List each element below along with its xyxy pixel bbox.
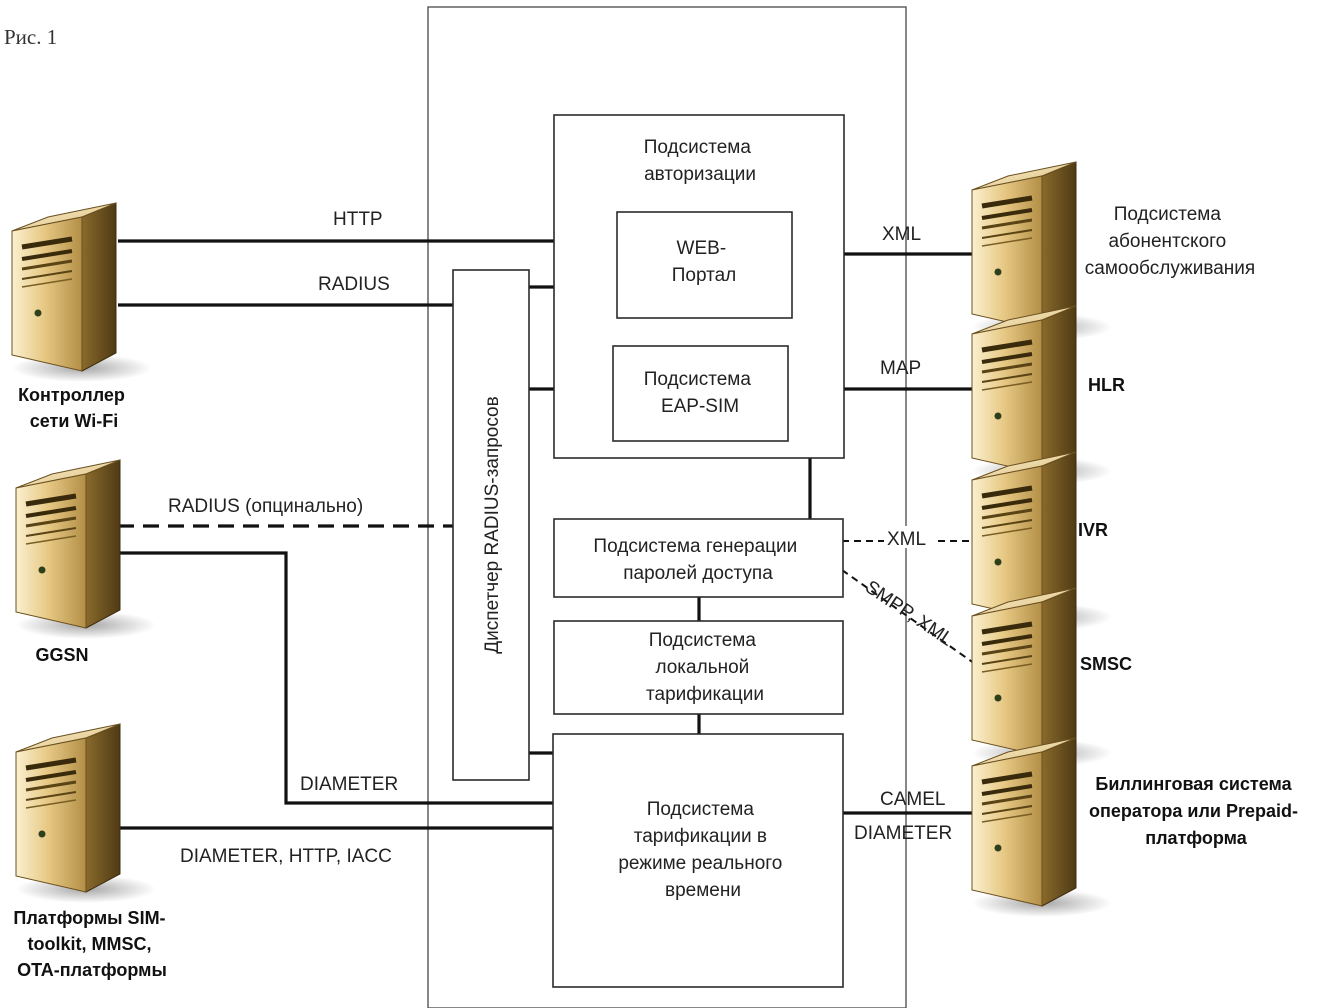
eap-sim-label: Подсистема EAP-SIM — [644, 369, 756, 417]
smpp-link — [841, 569, 979, 667]
local-billing-label: Подсистема локальной тарификации — [646, 630, 764, 705]
label-radius: RADIUS — [318, 274, 390, 295]
auth-subsystem-title: Подсистема авторизации — [644, 137, 756, 185]
radius-dispatcher-label: Диспетчер RADIUS-запросов — [482, 396, 503, 653]
local-billing-box — [553, 620, 844, 715]
label-http: HTTP — [333, 209, 383, 230]
selfservice-label: Подсистема абонентского самообслуживания — [1085, 204, 1255, 279]
label-map: MAP — [880, 358, 921, 379]
label-xml: XML — [882, 224, 921, 245]
label-radius-optional: RADIUS (опцинально) — [168, 496, 363, 517]
realtime-billing-label: Подсистема тарификации в режиме реальног… — [618, 799, 787, 901]
hlr-label: HLR — [1088, 375, 1125, 395]
label-diameter-http-iacc: DIAMETER, HTTP, IACC — [180, 846, 392, 867]
label-diameter: DIAMETER — [300, 774, 398, 795]
label-diameter-billing: DIAMETER — [854, 823, 952, 844]
realtime-billing-box — [552, 733, 844, 988]
web-portal-label: WEB- Портал — [672, 238, 737, 286]
billing-label: Биллинговая система оператора или Prepai… — [1089, 774, 1303, 848]
platform-frame — [427, 6, 907, 1008]
web-portal-box — [616, 211, 793, 319]
wifi-controller-label: Контроллер сети Wi-Fi — [18, 385, 130, 431]
wifi-controller-server-icon — [12, 203, 152, 382]
eap-sim-box — [612, 345, 789, 442]
password-gen-label: Подсистема генерации паролей доступа — [593, 536, 802, 584]
connection-lines — [118, 239, 979, 830]
figure-caption: Рис. 1 — [4, 25, 57, 49]
label-smpp-xml: SMPP, XML — [861, 577, 957, 651]
label-xml-ivr-bg — [884, 526, 934, 548]
label-camel: CAMEL — [880, 789, 945, 810]
radius-dispatcher-box — [452, 269, 530, 781]
ggsn-server-icon — [16, 460, 156, 639]
password-gen-box — [553, 518, 844, 598]
ggsn-label: GGSN — [35, 645, 88, 665]
sim-platforms-label: Платформы SIM- toolkit, MMSC, OTA-платфо… — [13, 908, 170, 980]
sim-platforms-server-icon — [16, 724, 156, 903]
smsc-label: SMSC — [1080, 654, 1132, 674]
label-xml-ivr: XML — [887, 529, 926, 550]
diameter-link — [118, 551, 555, 805]
billing-server-icon — [972, 738, 1112, 917]
ivr-label: IVR — [1078, 520, 1108, 540]
